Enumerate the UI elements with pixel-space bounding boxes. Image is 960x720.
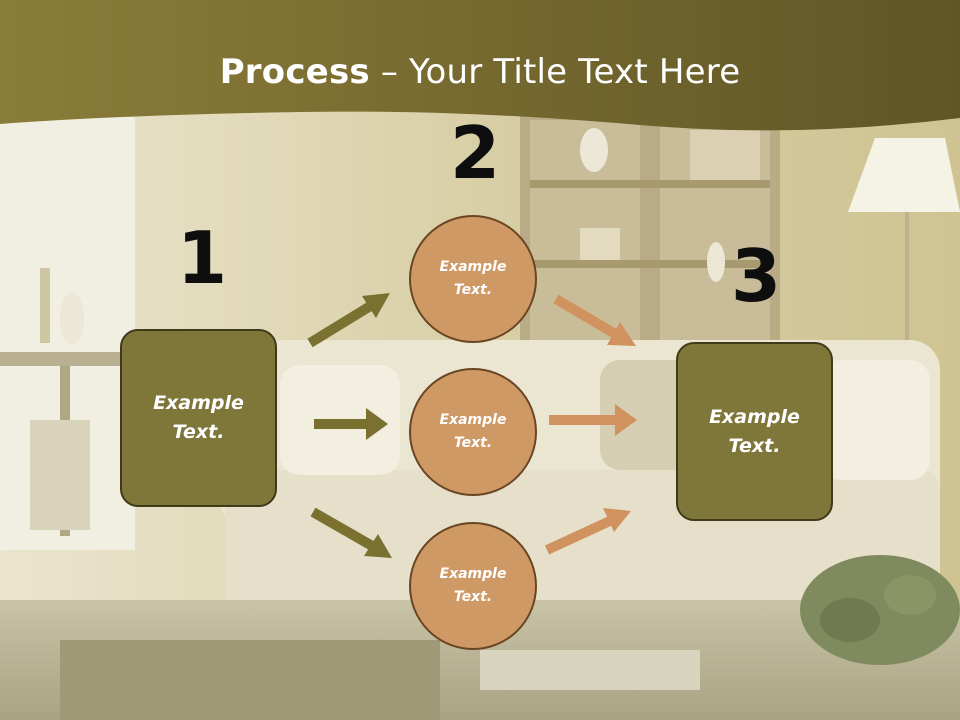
arrow-to-circle-middle (314, 408, 388, 440)
title-rest: – Your Title Text Here (369, 52, 741, 92)
page-title: Process – Your Title Text Here (0, 52, 960, 92)
arrow-to-circle-top (307, 293, 390, 348)
title-bold: Process (219, 52, 370, 92)
step-box-3[interactable]: Example Text. (676, 342, 833, 521)
step-number-2: 2 (450, 111, 501, 195)
step-number-3: 3 (731, 234, 782, 318)
circle-bottom-label: Example Text. (439, 566, 507, 605)
circle-bottom[interactable]: Example Text. (409, 522, 537, 650)
arrow-from-circle-bottom (544, 508, 631, 555)
step-box-1[interactable]: Example Text. (120, 329, 277, 507)
arrow-from-circle-middle (549, 404, 637, 436)
circle-middle[interactable]: Example Text. (409, 368, 537, 496)
circle-top[interactable]: Example Text. (409, 215, 537, 343)
circle-middle-label: Example Text. (439, 412, 507, 451)
arrow-to-circle-bottom (310, 507, 392, 558)
arrow-from-circle-top (553, 294, 636, 346)
circle-top-label: Example Text. (439, 259, 507, 298)
step-number-1: 1 (177, 216, 228, 300)
step-box-3-label: Example Text. (709, 405, 800, 457)
step-box-1-label: Example Text. (153, 392, 244, 443)
